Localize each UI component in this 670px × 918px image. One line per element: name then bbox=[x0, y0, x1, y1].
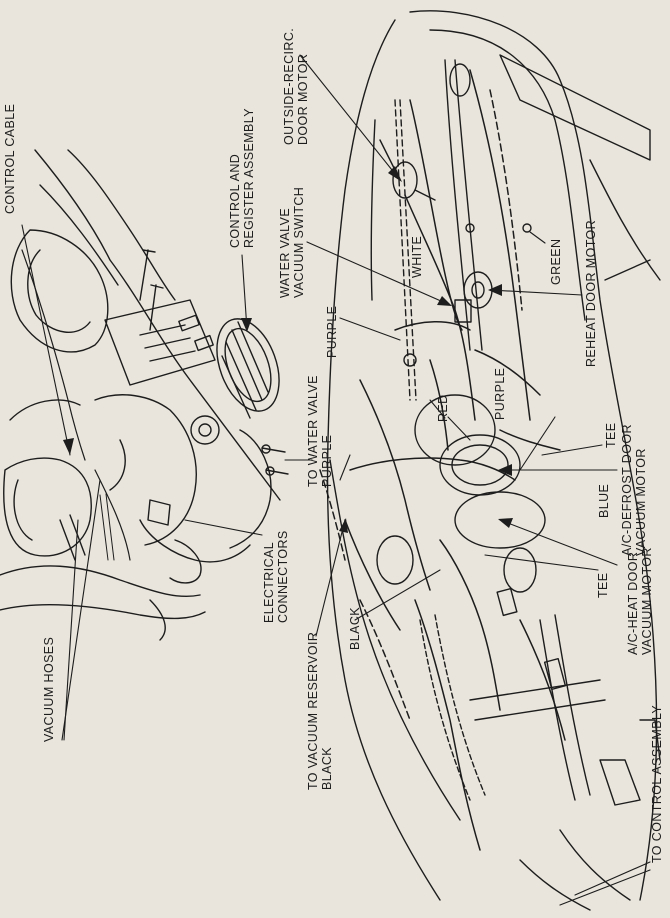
label-electrical-connectors: ELECTRICAL CONNECTORS bbox=[262, 530, 290, 623]
label-blue: BLUE bbox=[597, 483, 611, 518]
label-tee-upper: TEE bbox=[604, 422, 618, 448]
label-ac-defrost-door-vacuum-motor: A/C-DEFROST DOOR VACUUM MOTOR bbox=[620, 424, 648, 556]
label-white: WHITE bbox=[410, 235, 424, 278]
label-reheat-door-motor: REHEAT DOOR MOTOR bbox=[584, 219, 598, 367]
label-red: RED bbox=[436, 394, 450, 422]
label-control-register-assembly: CONTROL AND REGISTER ASSEMBLY bbox=[228, 108, 256, 248]
label-green: GREEN bbox=[549, 238, 563, 285]
label-vacuum-hoses: VACUUM HOSES bbox=[42, 636, 56, 742]
label-purple-top: PURPLE bbox=[325, 305, 339, 358]
duct-assembly-drawing bbox=[326, 10, 661, 911]
label-water-valve-vacuum-switch: WATER VALVE VACUUM SWITCH bbox=[278, 186, 306, 298]
label-tee-lower: TEE bbox=[596, 572, 610, 598]
label-to-vacuum-reservoir-black: TO VACUUM RESERVOIR BLACK bbox=[306, 631, 334, 790]
vacuum-hose-routing bbox=[319, 69, 566, 851]
left-leader-lines bbox=[21, 224, 313, 741]
label-ac-heat-door-vacuum-motor: A/C-HEAT DOOR VACUUM MOTOR bbox=[626, 547, 654, 655]
label-control-cable: CONTROL CABLE bbox=[3, 103, 17, 214]
label-outside-recirc-door-motor: OUTSIDE-RECIRC. DOOR MOTOR bbox=[282, 27, 310, 145]
right-leader-lines bbox=[299, 54, 651, 906]
label-to-water-valve-purple: TO WATER VALVE PURPLE bbox=[306, 375, 334, 487]
label-black: BLACK bbox=[348, 607, 362, 650]
label-purple-right: PURPLE bbox=[493, 367, 507, 420]
label-to-control-assembly: TO CONTROL ASSEMBLY bbox=[650, 704, 664, 863]
